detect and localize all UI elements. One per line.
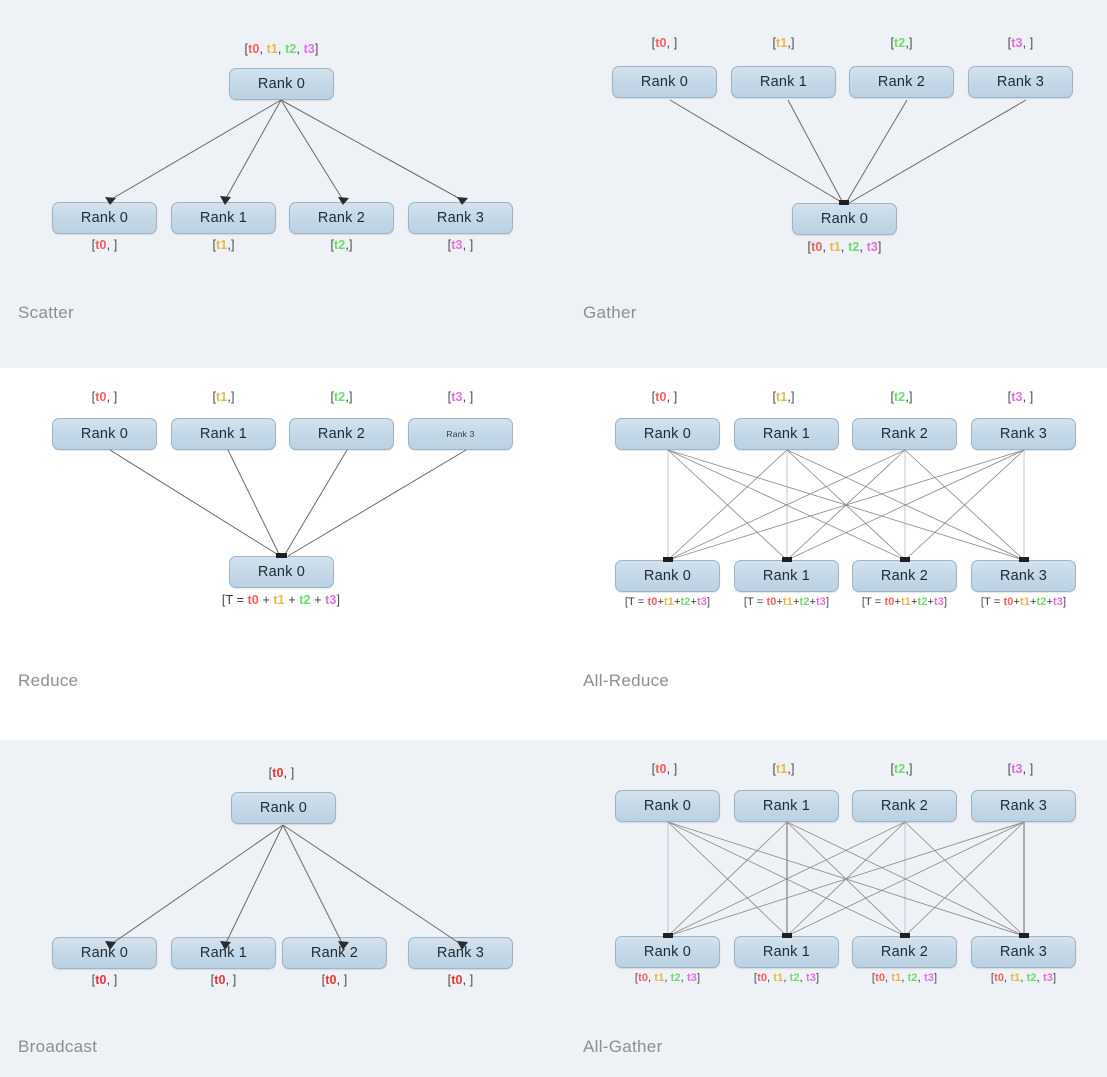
broadcast-child-node-3[interactable]: Rank 3 [408, 937, 513, 969]
gather-caption: Gather [583, 303, 637, 322]
all-gather-bottom-node-3[interactable]: Rank 3 [971, 936, 1076, 968]
scatter-child-node-3[interactable]: Rank 3 [408, 202, 513, 234]
broadcast-edges [105, 824, 468, 950]
all-gather-bottom-node-2[interactable]: Rank 2 [852, 936, 957, 968]
all-reduce-bottom-node-2[interactable]: Rank 2 [852, 560, 957, 592]
all-gather-top-node-3[interactable]: Rank 3 [971, 790, 1076, 822]
all-reduce-top-tensor-3: [t3, ] [1007, 390, 1034, 404]
all-gather-top-tensor-0: [t0, ] [651, 762, 678, 776]
all-gather-bottom-tensor-2: [t0, t1, t2, t3] [871, 972, 938, 984]
panel-reduce: [t0, ] [t1,] [t2,] [t3, ] Rank 0 Rank 1 … [0, 368, 560, 740]
all-reduce-caption: All-Reduce [583, 671, 670, 690]
all-gather-caption: All-Gather [583, 1037, 663, 1056]
gather-child-tensor-0: [t0, ] [651, 36, 678, 50]
scatter-child-tensor-0: [t0, ] [91, 238, 118, 252]
gather-child-tensor-2: [t2,] [890, 36, 913, 50]
all-reduce-top-tensor-2: [t2,] [890, 390, 913, 404]
broadcast-child-tensor-3: [t0, ] [447, 973, 474, 987]
all-gather-top-tensor-1: [t1,] [772, 762, 795, 776]
gather-root-tensor: [t0, t1, t2, t3] [807, 240, 882, 254]
broadcast-child-tensor-2: [t0, ] [321, 973, 348, 987]
gather-edges [669, 99, 1027, 205]
reduce-child-node-3[interactable]: Rank 3 [408, 418, 513, 450]
scatter-child-tensor-2: [t2,] [330, 238, 353, 252]
all-reduce-bottom-tensor-3: [T = t0+t1+t2+t3] [980, 596, 1067, 608]
scatter-child-node-0[interactable]: Rank 0 [52, 202, 157, 234]
scatter-child-tensor-3: [t3, ] [447, 238, 474, 252]
all-gather-bottom-tensor-3: [t0, t1, t2, t3] [990, 972, 1057, 984]
all-gather-bottom-node-1[interactable]: Rank 1 [734, 936, 839, 968]
all-reduce-bottom-node-1[interactable]: Rank 1 [734, 560, 839, 592]
all-reduce-bottom-node-0[interactable]: Rank 0 [615, 560, 720, 592]
reduce-child-tensor-1: [t1,] [212, 390, 235, 404]
broadcast-child-node-0[interactable]: Rank 0 [52, 937, 157, 969]
panel-all-gather: [t0, ] [t1,] [t2,] [t3, ] Rank 0 Rank 1 … [560, 740, 1107, 1077]
panel-all-reduce: [t0, ] [t1,] [t2,] [t3, ] Rank 0 Rank 1 … [560, 368, 1107, 740]
reduce-root-node[interactable]: Rank 0 [229, 556, 334, 588]
gather-child-tensor-3: [t3, ] [1007, 36, 1034, 50]
all-gather-top-node-0[interactable]: Rank 0 [615, 790, 720, 822]
reduce-child-node-1[interactable]: Rank 1 [171, 418, 276, 450]
broadcast-caption: Broadcast [18, 1037, 98, 1056]
gather-child-node-3[interactable]: Rank 3 [968, 66, 1073, 98]
reduce-caption: Reduce [18, 671, 79, 690]
broadcast-child-tensor-1: [t0, ] [210, 973, 237, 987]
all-reduce-bottom-node-3[interactable]: Rank 3 [971, 560, 1076, 592]
scatter-child-tensor-1: [t1,] [212, 238, 235, 252]
gather-child-node-1[interactable]: Rank 1 [731, 66, 836, 98]
scatter-child-node-2[interactable]: Rank 2 [289, 202, 394, 234]
all-reduce-top-tensor-0: [t0, ] [651, 390, 678, 404]
all-gather-bottom-tensor-1: [t0, t1, t2, t3] [753, 972, 820, 984]
reduce-child-tensor-3: [t3, ] [447, 390, 474, 404]
reduce-child-tensor-0: [t0, ] [91, 390, 118, 404]
all-gather-top-tensor-3: [t3, ] [1007, 762, 1034, 776]
gather-child-node-0[interactable]: Rank 0 [612, 66, 717, 98]
all-gather-top-node-2[interactable]: Rank 2 [852, 790, 957, 822]
all-reduce-bottom-tensor-2: [T = t0+t1+t2+t3] [861, 596, 948, 608]
panel-broadcast: [t0, ] Rank 0 Rank 0 Rank 1 Rank 2 Rank … [0, 740, 560, 1077]
all-reduce-top-node-3[interactable]: Rank 3 [971, 418, 1076, 450]
reduce-child-node-0[interactable]: Rank 0 [52, 418, 157, 450]
all-gather-top-tensor-2: [t2,] [890, 762, 913, 776]
panel-gather: [t0, ] [t1,] [t2,] [t3, ] Rank 0 Rank 1 … [560, 0, 1107, 368]
all-reduce-top-node-1[interactable]: Rank 1 [734, 418, 839, 450]
gather-child-node-2[interactable]: Rank 2 [849, 66, 954, 98]
broadcast-child-tensor-0: [t0, ] [91, 973, 118, 987]
all-gather-top-node-1[interactable]: Rank 1 [734, 790, 839, 822]
reduce-child-tensor-2: [t2,] [330, 390, 353, 404]
broadcast-root-node[interactable]: Rank 0 [231, 792, 336, 824]
all-reduce-bottom-tensor-1: [T = t0+t1+t2+t3] [743, 596, 830, 608]
gather-root-node[interactable]: Rank 0 [792, 203, 897, 235]
gather-child-tensor-1: [t1,] [772, 36, 795, 50]
broadcast-child-node-2[interactable]: Rank 2 [282, 937, 387, 969]
all-reduce-top-tensor-1: [t1,] [772, 390, 795, 404]
reduce-root-tensor: [T = t0 + t1 + t2 + t3] [221, 593, 341, 607]
broadcast-child-node-1[interactable]: Rank 1 [171, 937, 276, 969]
reduce-child-node-2[interactable]: Rank 2 [289, 418, 394, 450]
scatter-caption: Scatter [18, 303, 74, 322]
all-gather-bottom-tensor-0: [t0, t1, t2, t3] [634, 972, 701, 984]
scatter-root-tensor: [t0, t1, t2, t3] [244, 42, 319, 56]
all-gather-bottom-node-0[interactable]: Rank 0 [615, 936, 720, 968]
all-reduce-top-node-0[interactable]: Rank 0 [615, 418, 720, 450]
all-reduce-top-node-2[interactable]: Rank 2 [852, 418, 957, 450]
scatter-child-node-1[interactable]: Rank 1 [171, 202, 276, 234]
broadcast-root-tensor: [t0, ] [268, 766, 295, 780]
panel-scatter: [t0, t1, t2, t3] Rank 0 Rank 0 Rank 1 Ra… [0, 0, 560, 368]
scatter-root-node[interactable]: Rank 0 [229, 68, 334, 100]
all-reduce-bottom-tensor-0: [T = t0+t1+t2+t3] [624, 596, 711, 608]
